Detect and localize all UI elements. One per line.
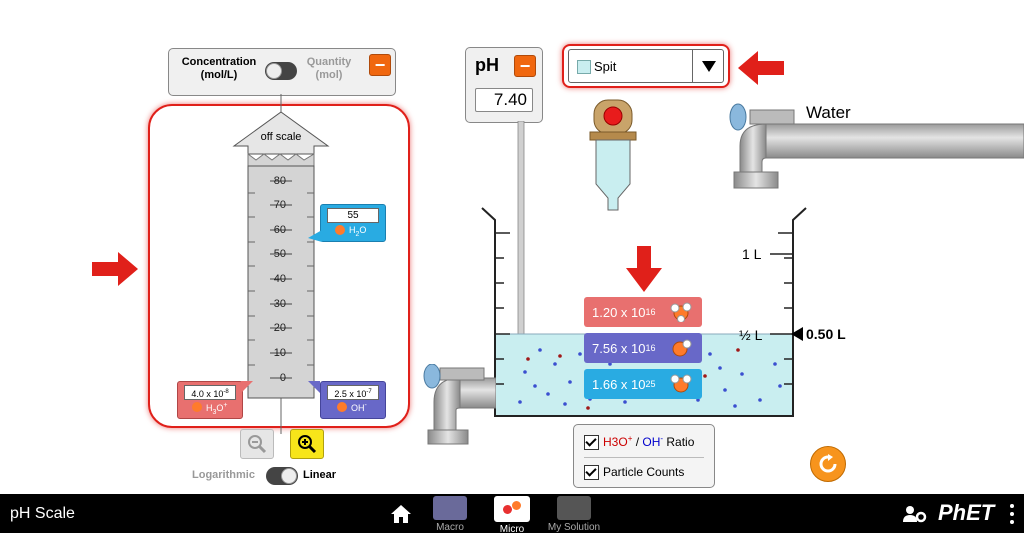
ph-meter[interactable]: pH − 7.40 <box>465 47 543 123</box>
h2o-value: 55 <box>327 208 379 223</box>
tick-60: 60 <box>273 224 286 236</box>
tick-10: 10 <box>273 347 286 359</box>
ratio-check-icon <box>584 435 599 451</box>
oh-label: OH- <box>351 402 367 413</box>
oh-molecule-icon <box>337 402 347 412</box>
screen-macro[interactable]: Macro <box>430 496 470 533</box>
particle-counts-checkbox[interactable]: Particle Counts <box>584 465 684 481</box>
oh-molecule-icon <box>672 339 692 357</box>
dropper[interactable] <box>588 98 638 212</box>
concentration-label: Concentration <box>181 56 257 68</box>
ph-value: 7.40 <box>475 88 533 112</box>
tick-50: 50 <box>273 248 286 260</box>
screen-micro[interactable]: Micro <box>492 496 532 535</box>
chevron-down-icon[interactable] <box>702 61 716 72</box>
tick-0: 0 <box>279 372 286 384</box>
beaker-mark-1l: 1 L <box>742 246 762 262</box>
tick-80: 80 <box>273 175 286 187</box>
h2o-indicator[interactable]: 55 H2O <box>320 204 386 242</box>
counts-pointer-arrow-icon <box>626 246 662 292</box>
display-options-panel: H3O+ / OH- Ratio Particle Counts <box>573 424 715 488</box>
log-linear-toggle[interactable] <box>266 467 298 485</box>
solute-selected-label: Spit <box>594 59 617 74</box>
h3o-molecule-icon <box>670 302 692 322</box>
graph-pointer-arrow-icon <box>92 252 138 286</box>
h2o-label: H2O <box>349 225 367 238</box>
volume-pointer-icon <box>791 327 803 341</box>
reset-all-button[interactable] <box>810 446 846 482</box>
beaker-mark-half: ½ L <box>739 327 763 343</box>
concentration-unit: (mol/L) <box>200 69 238 81</box>
h3o-indicator[interactable]: 4.0 x 10-8 H3O+ <box>177 381 243 419</box>
off-scale-label: off scale <box>260 131 302 143</box>
water-faucet-label: Water <box>806 103 851 122</box>
logarithmic-label: Logarithmic <box>192 469 255 481</box>
h3o-molecule-icon <box>192 402 202 412</box>
h3o-label: H3O+ <box>206 402 228 416</box>
ph-meter-collapse-button[interactable]: − <box>514 55 536 77</box>
oh-value: 2.5 x 10-7 <box>327 385 379 400</box>
linear-label: Linear <box>303 469 337 481</box>
tick-30: 30 <box>273 298 286 310</box>
home-icon <box>391 505 411 523</box>
more-options-icon[interactable] <box>1010 504 1016 524</box>
solute-pointer-arrow-icon <box>738 51 784 85</box>
h2o-molecule-icon <box>670 374 692 393</box>
zoom-in-button[interactable] <box>290 429 324 459</box>
my-solution-screen-icon <box>557 496 591 520</box>
tick-20: 20 <box>273 322 286 334</box>
quantity-label: Quantity <box>306 56 352 68</box>
micro-screen-icon <box>494 496 530 522</box>
preferences-button[interactable] <box>902 504 928 524</box>
phet-logo[interactable]: PhET <box>938 500 995 525</box>
graph-highlight <box>148 104 410 428</box>
volume-indicator: 0.50 L <box>791 326 846 342</box>
zoom-in-icon <box>298 435 317 454</box>
solute-swatch <box>577 60 591 74</box>
h3o-pointer <box>241 381 253 393</box>
volume-value: 0.50 L <box>806 326 846 342</box>
h2o-pointer <box>308 230 322 242</box>
zoom-out-icon <box>248 435 267 454</box>
tick-40: 40 <box>273 273 286 285</box>
solute-combo-highlight <box>562 44 730 88</box>
particle-counts-check-icon <box>584 465 599 481</box>
screen-my-solution[interactable]: My Solution <box>544 496 604 533</box>
graph-unit-toggle-panel: Concentration (mol/L) Quantity (mol) − <box>168 48 396 96</box>
graph-scale <box>232 94 330 434</box>
tick-70: 70 <box>273 199 286 211</box>
user-gear-icon <box>903 506 927 523</box>
macro-screen-icon <box>433 496 467 520</box>
h3o-value: 4.0 x 10-8 <box>184 385 236 400</box>
drain-faucet[interactable] <box>420 364 496 448</box>
home-button[interactable] <box>390 504 412 524</box>
sim-title: pH Scale <box>10 505 75 522</box>
h2o-molecule-icon <box>335 225 345 235</box>
reset-icon <box>819 454 837 473</box>
quantity-unit: (mol) <box>315 69 343 81</box>
graph-collapse-button[interactable]: − <box>369 54 391 76</box>
ratio-checkbox[interactable]: H3O+ / OH- Ratio <box>584 434 694 451</box>
water-faucet[interactable] <box>726 102 1024 196</box>
concentration-quantity-toggle[interactable] <box>265 62 297 80</box>
zoom-out-button[interactable] <box>240 429 274 459</box>
oh-pointer <box>308 381 320 393</box>
oh-indicator[interactable]: 2.5 x 10-7 OH- <box>320 381 386 419</box>
solute-combo-box[interactable]: Spit <box>568 49 724 83</box>
ph-meter-label: pH <box>475 55 499 75</box>
